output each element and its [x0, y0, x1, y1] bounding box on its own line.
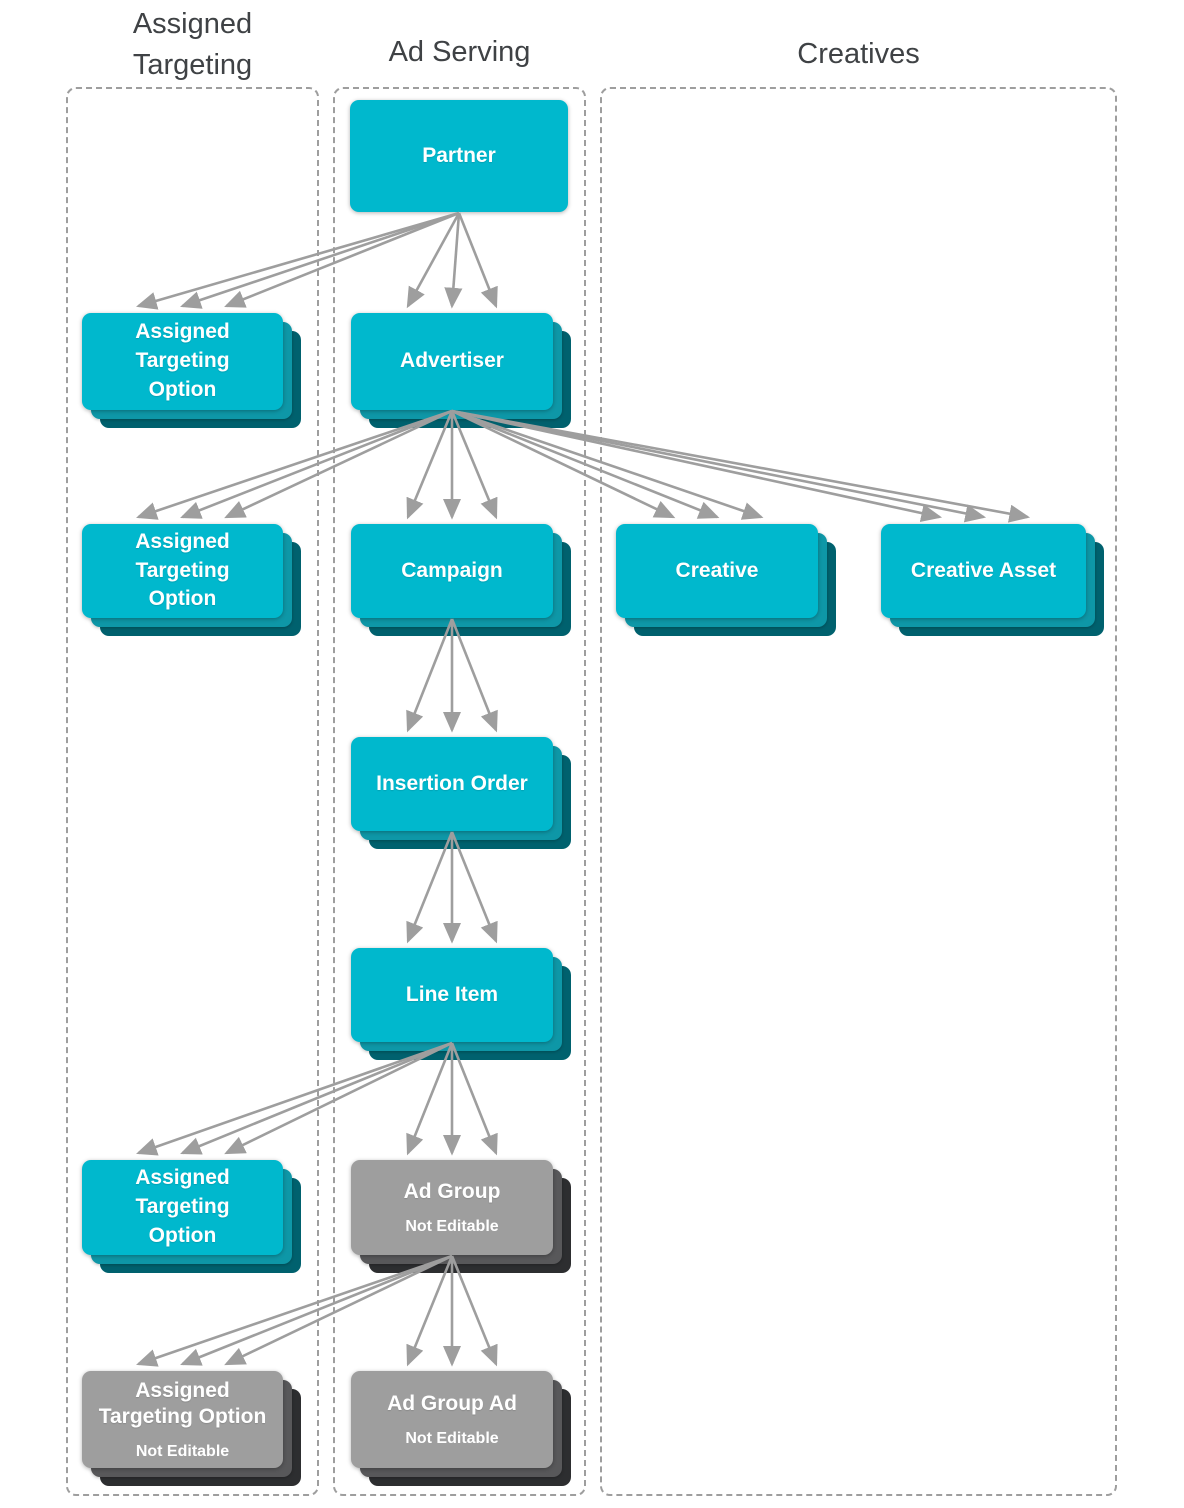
node-ad-group-ad: Ad Group Ad Not Editable	[351, 1371, 571, 1486]
node-insertion-order: Insertion Order	[351, 737, 571, 849]
node-label: Creative	[675, 558, 759, 582]
node-label: Ad Group Ad	[387, 1391, 517, 1415]
node-sublabel: Not Editable	[405, 1218, 499, 1236]
column-header-ad-serving: Ad Serving	[388, 36, 531, 68]
node-face: Creative	[616, 524, 818, 618]
node-face: Creative Asset	[881, 524, 1086, 618]
node-face: Ad Group Not Editable	[351, 1160, 553, 1255]
column-creatives	[600, 87, 1117, 1496]
node-label: Assigned Targeting Option	[135, 529, 230, 611]
node-face: Assigned Targeting Option	[82, 524, 283, 618]
node-creative-asset: Creative Asset	[881, 524, 1104, 636]
column-ad-serving	[333, 87, 586, 1496]
node-sublabel: Not Editable	[405, 1430, 499, 1448]
node-face: Ad Group Ad Not Editable	[351, 1371, 553, 1468]
node-label: Line Item	[405, 982, 499, 1006]
node-advertiser: Advertiser	[351, 313, 571, 428]
node-assigned-targeting-option-line-item: Assigned Targeting Option	[82, 1160, 301, 1273]
node-face: Assigned Targeting Option Not Editable	[82, 1371, 283, 1468]
node-partner: Partner	[350, 100, 568, 212]
node-face: Insertion Order	[351, 737, 553, 831]
node-label: Campaign	[401, 558, 503, 582]
node-face: Assigned Targeting Option	[82, 313, 283, 410]
node-sublabel: Not Editable	[135, 1443, 230, 1461]
node-assigned-targeting-option-not-editable: Assigned Targeting Option Not Editable	[82, 1371, 301, 1486]
node-ad-group: Ad Group Not Editable	[351, 1160, 571, 1273]
node-face: Assigned Targeting Option	[82, 1160, 283, 1255]
node-label: Assigned Targeting Option	[135, 320, 230, 401]
node-face: Line Item	[351, 948, 553, 1042]
node-label: Ad Group	[403, 1179, 501, 1203]
node-label: Creative Asset	[910, 558, 1057, 582]
node-assigned-targeting-option-campaign: Assigned Targeting Option	[82, 524, 301, 636]
node-label: Advertiser	[400, 349, 504, 373]
node-label: Assigned Targeting Option	[135, 1166, 230, 1247]
node-creative: Creative	[616, 524, 836, 636]
node-assigned-targeting-option-advertiser: Assigned Targeting Option	[82, 313, 301, 428]
column-header-creatives: Creatives	[797, 38, 920, 70]
column-header-assigned-targeting: Assigned Targeting	[132, 8, 253, 81]
node-face: Partner	[350, 100, 568, 212]
node-face: Campaign	[351, 524, 553, 618]
column-assigned-targeting	[66, 87, 319, 1496]
node-label: Insertion Order	[376, 771, 528, 795]
node-label: Partner	[422, 143, 496, 167]
node-face: Advertiser	[351, 313, 553, 410]
node-line-item: Line Item	[351, 948, 571, 1060]
node-label: Assigned Targeting Option	[98, 1378, 267, 1428]
node-campaign: Campaign	[351, 524, 571, 636]
